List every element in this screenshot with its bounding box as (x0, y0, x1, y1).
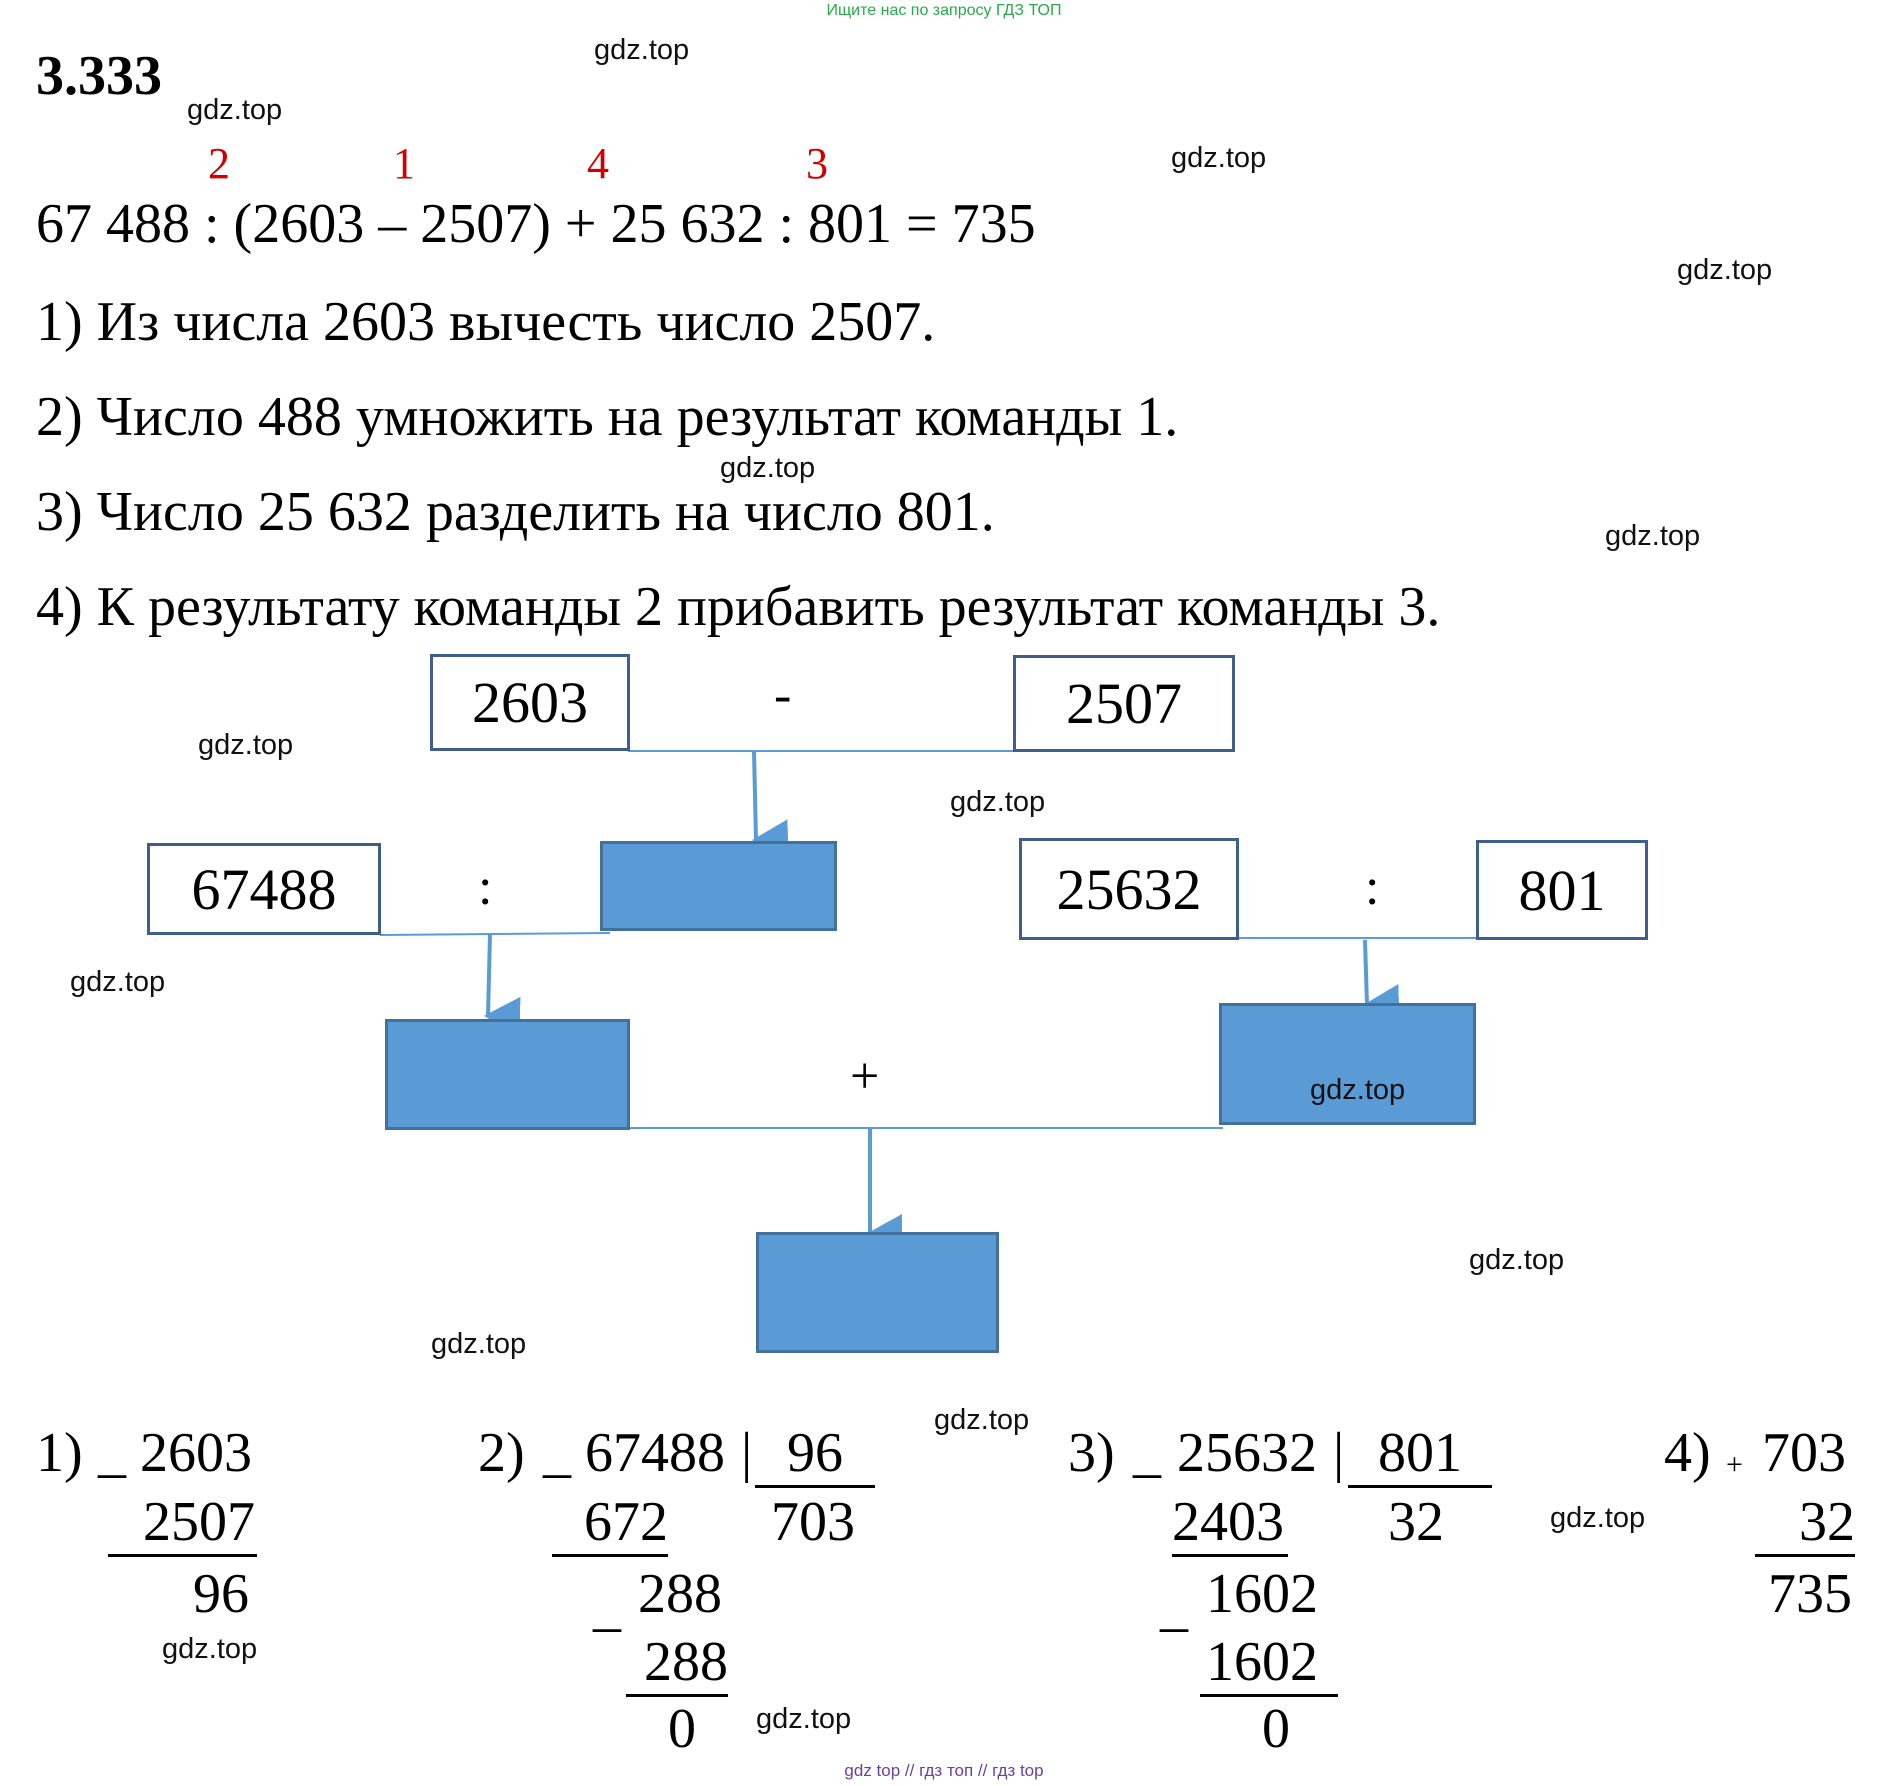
problem-number: 3.333 (36, 45, 162, 107)
watermark: gdz.top (934, 1404, 1030, 1436)
bottom-banner: gdz top // гдз топ // гдз top (844, 1761, 1044, 1780)
watermark: gdz.top (720, 452, 816, 484)
calc-4-addend-2: 32 (1755, 1490, 1855, 1557)
calc-4-addend-1: 703 (1762, 1422, 1846, 1484)
result-box-step-4 (756, 1232, 999, 1353)
top-banner: Ищите нас по запросу ГДЗ ТОП (826, 2, 1062, 19)
result-box-step-2 (385, 1019, 630, 1130)
box-801: 801 (1476, 840, 1648, 940)
calc-1-minus-sign: _ (98, 1422, 126, 1484)
watermark: gdz.top (187, 94, 283, 126)
calc-3-division-bar: | (1333, 1422, 1345, 1484)
order-number-1: 2 (208, 139, 230, 188)
calc-2-label: 2) (478, 1422, 525, 1484)
expression: 67 488 : (2603 – 2507) + 25 632 : 801 = … (36, 193, 1036, 255)
calc-4-label: 4) (1664, 1422, 1711, 1484)
operator-colon-left: : (478, 859, 493, 916)
calc-4-result: 735 (1768, 1563, 1852, 1625)
calc-4-plus-sign: + (1726, 1448, 1743, 1481)
watermark: gdz.top (162, 1633, 258, 1665)
calc-2-division-bar: | (741, 1422, 753, 1484)
calc-2-quotient: 703 (771, 1491, 855, 1553)
order-number-4: 3 (806, 139, 828, 188)
step-4: 4) К результату команды 2 прибавить резу… (36, 576, 1441, 638)
result-box-step-3 (1219, 1003, 1476, 1125)
calc-3-remainder-1: 1602 (1206, 1563, 1318, 1625)
calc-3-subtract-2: 1602 (1200, 1630, 1338, 1697)
calc-2-divisor: 96 (755, 1421, 875, 1488)
calc-3-divisor: 801 (1348, 1421, 1492, 1488)
step-2: 2) Число 488 умножить на результат коман… (36, 386, 1179, 448)
box-2603: 2603 (430, 654, 630, 751)
box-2507: 2507 (1013, 655, 1235, 752)
calc-2-subtract-2: 288 (626, 1630, 728, 1697)
watermark: gdz.top (756, 1703, 852, 1735)
calc-1-label: 1) (36, 1422, 83, 1484)
calc-2-dividend: 67488 (585, 1422, 725, 1484)
watermark: gdz.top (594, 34, 690, 66)
watermark: gdz.top (1171, 142, 1267, 174)
watermark: gdz.top (198, 729, 294, 761)
watermark: gdz.top (70, 966, 166, 998)
result-box-step-1 (600, 841, 837, 931)
box-67488: 67488 (147, 843, 381, 935)
calc-3-result: 0 (1262, 1698, 1290, 1760)
step-3: 3) Число 25 632 разделить на число 801. (36, 481, 995, 543)
calc-3-label: 3) (1068, 1422, 1115, 1484)
watermark: gdz.top (1469, 1244, 1565, 1276)
calc-2-remainder-1: 288 (638, 1563, 722, 1625)
calc-1-result: 96 (193, 1563, 249, 1625)
box-25632: 25632 (1019, 838, 1239, 940)
watermark: gdz.top (1605, 520, 1701, 552)
calc-3-quotient: 32 (1388, 1491, 1444, 1553)
step-1: 1) Из числа 2603 вычесть число 2507. (36, 291, 936, 353)
calc-1-subtrahend: 2507 (108, 1490, 257, 1557)
calc-3-minus-sign-2: _ (1160, 1576, 1188, 1638)
operator-plus: + (850, 1048, 880, 1105)
calc-2-subtract-1: 672 (552, 1490, 668, 1557)
calc-3-dividend: 25632 (1177, 1422, 1317, 1484)
watermark: gdz.top (1310, 1074, 1406, 1106)
watermark: gdz.top (950, 786, 1046, 818)
watermark: gdz.top (1550, 1502, 1646, 1534)
operator-colon-right: : (1365, 859, 1380, 916)
watermark: gdz.top (431, 1328, 527, 1360)
order-number-3: 4 (587, 139, 609, 188)
calc-3-subtract-1: 2403 (1172, 1490, 1288, 1557)
calc-2-result: 0 (668, 1698, 696, 1760)
operator-minus: - (774, 667, 792, 724)
calc-2-minus-sign: _ (543, 1422, 571, 1484)
calc-1-minuend: 2603 (140, 1422, 252, 1484)
order-number-2: 1 (393, 139, 415, 188)
calc-3-minus-sign: _ (1133, 1422, 1161, 1484)
watermark: gdz.top (1677, 254, 1773, 286)
calc-2-minus-sign-2: _ (593, 1576, 621, 1638)
